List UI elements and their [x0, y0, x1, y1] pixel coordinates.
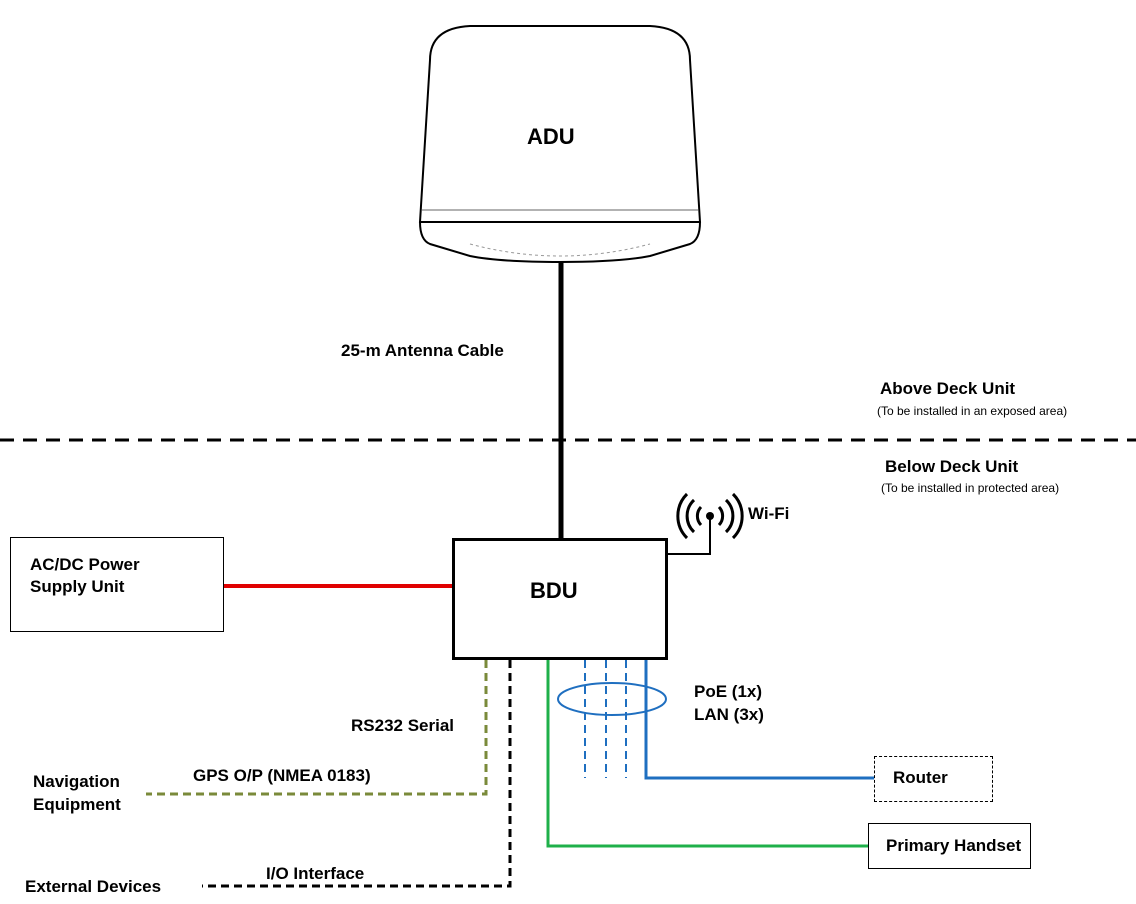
lan-label: LAN (3x)	[694, 705, 764, 724]
above-deck-title: Above Deck Unit	[880, 379, 1016, 398]
router-box	[874, 756, 993, 802]
above-deck-note: (To be installed in an exposed area)	[877, 404, 1068, 418]
gps-cable	[146, 660, 488, 796]
navigation-label-1: Navigation	[33, 772, 120, 791]
antenna-cable-label: 25-m Antenna Cable	[341, 341, 504, 360]
power-supply-label-2: Supply Unit	[30, 577, 125, 596]
wifi-symbol	[676, 492, 744, 540]
router-cable	[644, 660, 874, 780]
below-deck-title: Below Deck Unit	[885, 457, 1019, 476]
adu-base-dash	[469, 243, 651, 257]
handset-box	[868, 823, 1031, 869]
external-devices-label: External Devices	[25, 877, 162, 896]
handset-label: Primary Handset	[886, 836, 1022, 855]
below-deck-note: (To be installed in protected area)	[881, 481, 1060, 495]
power-supply-box	[10, 537, 224, 632]
rs232-label: RS232 Serial	[351, 716, 455, 735]
adu-dome	[418, 25, 702, 223]
poe-label: PoE (1x)	[694, 682, 763, 701]
io-cable	[202, 660, 512, 888]
io-label: I/O Interface	[266, 864, 365, 883]
gps-label: GPS O/P (NMEA 0183)	[193, 766, 371, 785]
cable-bundle-ellipse	[557, 682, 667, 716]
bdu-label: BDU	[530, 578, 578, 603]
handset-cable	[546, 660, 868, 848]
power-supply-label-1: AC/DC Power	[30, 555, 140, 574]
adu-label: ADU	[527, 124, 575, 149]
wifi-mast	[668, 516, 711, 555]
navigation-label-2: Equipment	[33, 795, 121, 814]
wifi-label: Wi-Fi	[748, 504, 790, 523]
bdu-box	[452, 538, 668, 660]
router-label: Router	[893, 768, 948, 787]
